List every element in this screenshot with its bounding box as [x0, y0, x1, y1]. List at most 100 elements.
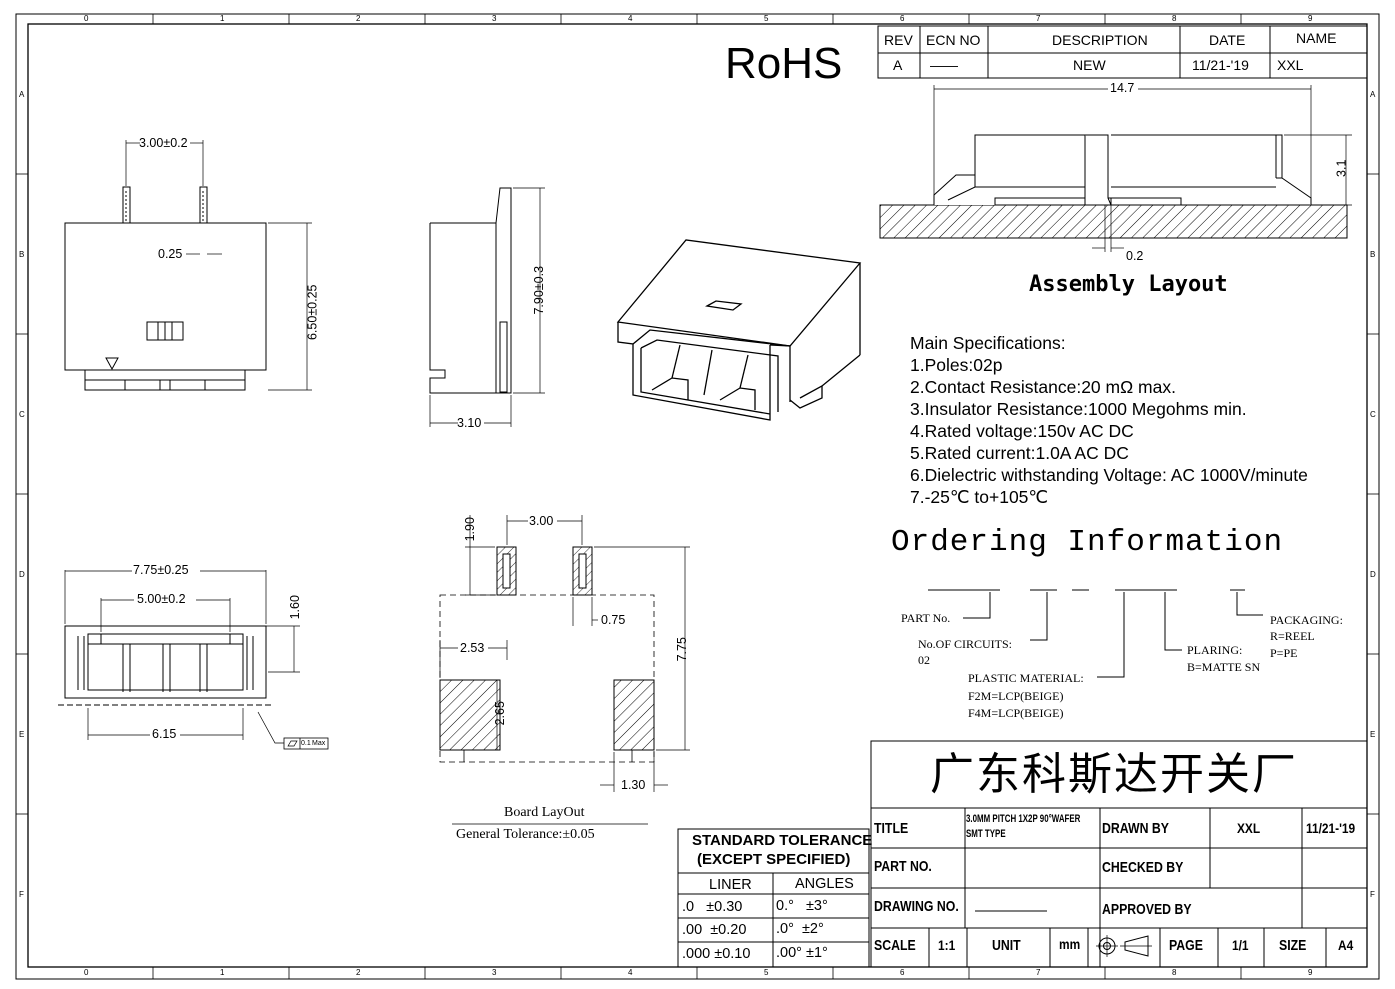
- grid-col-9-bottom: 9: [1308, 968, 1313, 977]
- part-no-label: PART NO.: [874, 858, 932, 875]
- specifications-block: Main Specifications: 1.Poles:02p 2.Conta…: [910, 333, 1308, 507]
- grid-row-f: F: [19, 890, 24, 899]
- ordering-plating-1: B=MATTE SN: [1187, 660, 1261, 674]
- dim-bottom-span: 6.15: [152, 727, 177, 741]
- grid-col-6-bottom: 6: [900, 968, 905, 977]
- rev-header-name: NAME: [1296, 30, 1337, 46]
- revision-table-lines: [877, 25, 1368, 79]
- tolerance-angle-3: .00° ±1°: [776, 945, 828, 961]
- assembly-view: [879, 85, 1352, 252]
- tolerance-subtitle: (EXCEPT SPECIFIED): [697, 851, 851, 868]
- grid-col-4: 4: [628, 14, 633, 23]
- grid-col-1-bottom: 1: [220, 968, 225, 977]
- grid-row-b-right: B: [1370, 250, 1376, 259]
- dim-bottom-width: 7.75±0.25: [133, 563, 189, 577]
- tolerance-liner-3: .000 ±0.10: [682, 946, 751, 962]
- spec-item: 7.-25℃ to+105℃: [910, 487, 1049, 507]
- dim-pad-width: 0.75: [601, 613, 626, 627]
- rev-header-description: DESCRIPTION: [1052, 32, 1148, 48]
- company-name: 广东科斯达开关厂: [930, 749, 1298, 800]
- grid-col-6: 6: [900, 14, 905, 23]
- drawing-no-label: DRAWING NO.: [874, 898, 959, 915]
- ordering-part-no: PART No.: [901, 611, 951, 625]
- ordering-packaging: PACKAGING:: [1270, 613, 1343, 627]
- grid-col-8-bottom: 8: [1172, 968, 1177, 977]
- grid-col-0: 0: [84, 14, 89, 23]
- ordering-packaging-2: P=PE: [1270, 646, 1298, 660]
- ordering-plastic-1: F2M=LCP(BEIGE): [968, 689, 1064, 703]
- specs-title: Main Specifications:: [910, 333, 1066, 353]
- grid-row-a-right: A: [1370, 90, 1376, 99]
- grid-row-f-right: F: [1370, 890, 1375, 899]
- dim-asm-width: 14.7: [1110, 81, 1135, 95]
- dim-top-pitch: 3.00±0.2: [139, 136, 188, 150]
- dim-asm-height: 3.1: [1334, 159, 1349, 177]
- page-label: PAGE: [1169, 937, 1203, 954]
- ordering-circuits: No.OF CIRCUITS:: [918, 637, 1013, 651]
- grid-col-9: 9: [1308, 14, 1313, 23]
- grid-row-d-right: D: [1370, 570, 1376, 579]
- spec-item: 5.Rated current:1.0A AC DC: [910, 443, 1129, 463]
- title-value-line2: SMT TYPE: [966, 828, 1006, 840]
- ordering-packaging-1: R=REEL: [1270, 629, 1315, 643]
- unit-label: UNIT: [992, 937, 1021, 954]
- spec-item: 6.Dielectric withstanding Voltage: AC 10…: [910, 465, 1308, 485]
- grid-col-4-bottom: 4: [628, 968, 633, 977]
- grid-row-e: E: [19, 730, 25, 739]
- dim-flatness-unit: Max: [312, 740, 326, 747]
- approved-by-label: APPROVED BY: [1102, 901, 1192, 918]
- grid-col-3-bottom: 3: [492, 968, 497, 977]
- dim-pad-offset: 2.53: [460, 641, 485, 655]
- ordering-plastic: PLASTIC MATERIAL:: [968, 671, 1084, 685]
- spec-item: 2.Contact Resistance:20 mΩ max.: [910, 377, 1176, 397]
- side-view: [429, 187, 545, 427]
- tolerance-liner-2: .00 ±0.20: [682, 922, 747, 938]
- page-value: 1/1: [1232, 937, 1249, 953]
- dim-side-height: 7.90±0.3: [532, 265, 547, 315]
- title-label: TITLE: [874, 820, 909, 837]
- grid-col-2: 2: [356, 14, 361, 23]
- grid-col-1: 1: [220, 14, 225, 23]
- board-layout-label: Board LayOut: [504, 805, 585, 820]
- spec-item: 1.Poles:02p: [910, 355, 1003, 375]
- size-label: SIZE: [1279, 937, 1307, 954]
- grid-row-e-right: E: [1370, 730, 1376, 739]
- rev-row-description: NEW: [1073, 57, 1106, 73]
- ordering-circuits-value: 02: [918, 653, 930, 667]
- size-value: A4: [1338, 937, 1354, 953]
- isometric-view: [616, 239, 862, 421]
- grid-row-c: C: [19, 410, 25, 419]
- drawn-date: 11/21-'19: [1306, 820, 1356, 836]
- rohs-mark: RoHS: [725, 39, 843, 88]
- dim-pad-total: 7.75: [674, 637, 689, 662]
- grid-col-0-bottom: 0: [84, 968, 89, 977]
- ordering-plastic-2: F4M=LCP(BEIGE): [968, 706, 1064, 720]
- general-tolerance-label: General Tolerance:±0.05: [456, 827, 595, 842]
- ordering-lines: [928, 589, 1263, 678]
- grid-row-b: B: [19, 250, 25, 259]
- assembly-layout-label: Assembly Layout: [1029, 272, 1228, 297]
- scale-label: SCALE: [874, 937, 916, 954]
- tolerance-angle-1: 0.° ±3°: [776, 898, 828, 914]
- grid-col-8: 8: [1172, 14, 1177, 23]
- tolerance-title: STANDARD TOLERANCE: [692, 832, 873, 849]
- dim-bottom-height: 1.60: [287, 595, 302, 620]
- grid-row-c-right: C: [1370, 410, 1376, 419]
- tolerance-col-liner: LINER: [709, 877, 752, 893]
- dim-pin-width: 0.25: [158, 247, 183, 261]
- spec-item: 3.Insulator Resistance:1000 Megohms min.: [910, 399, 1247, 419]
- dim-asm-gap: 0.2: [1126, 249, 1144, 263]
- dim-bottom-inner: 5.00±0.2: [137, 592, 186, 606]
- dim-side-depth: 3.10: [457, 416, 482, 430]
- checked-by-label: CHECKED BY: [1102, 859, 1184, 876]
- grid-row-a: A: [19, 90, 25, 99]
- tolerance-angle-2: .0° ±2°: [776, 921, 824, 937]
- grid-row-d: D: [19, 570, 25, 579]
- dim-pad-height: 1.90: [462, 517, 477, 542]
- tolerance-table-lines: [677, 828, 870, 968]
- dim-pad-pitch: 3.00: [529, 514, 554, 528]
- rev-row-name: XXL: [1277, 57, 1304, 73]
- board-layout-view: [439, 515, 690, 825]
- rev-row-ecn: ——: [930, 57, 958, 73]
